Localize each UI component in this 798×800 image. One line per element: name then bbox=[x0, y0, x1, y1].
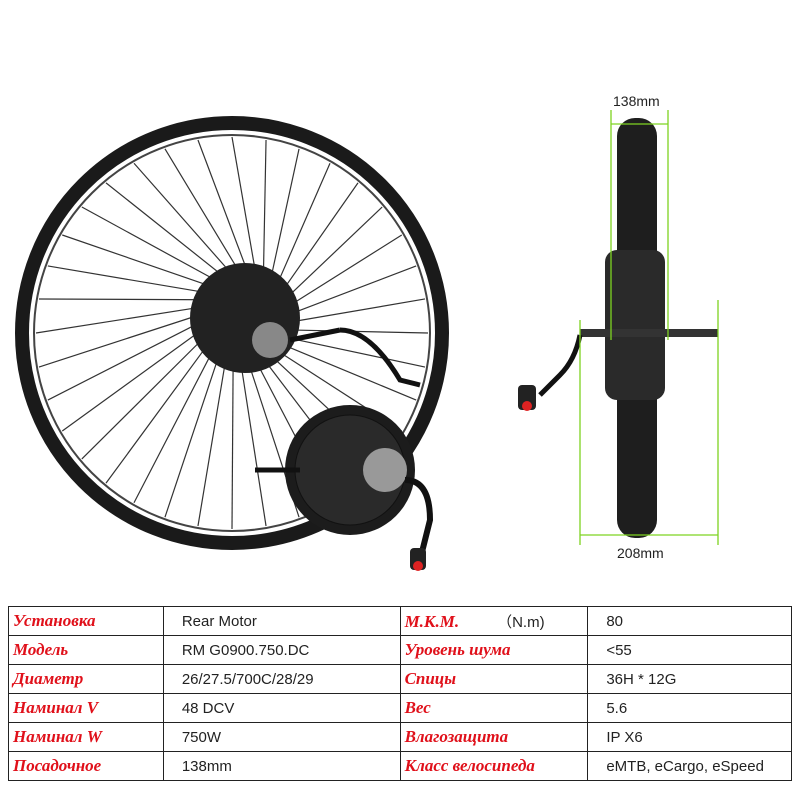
spoke bbox=[231, 136, 258, 280]
spoke bbox=[164, 349, 222, 518]
spec-row: Посадочное 138mm Класс велосипеда eMTB, … bbox=[8, 751, 792, 781]
spec-label-text: Спицы bbox=[404, 669, 457, 688]
spec-row: Диаметр 26/27.5/700C/28/29 Спицы 36H * 1… bbox=[8, 664, 792, 694]
spec-value: 48 DCV bbox=[162, 693, 401, 723]
spoke bbox=[38, 312, 206, 368]
spoke bbox=[278, 182, 359, 297]
wheel-front-view bbox=[15, 116, 449, 550]
spec-unit: （N.m) bbox=[497, 613, 545, 631]
spec-row: Модель RM G0900.750.DC Уровень шума <55 bbox=[8, 635, 792, 665]
spec-label: Уровень шума bbox=[399, 635, 589, 665]
spec-label-text: Класс велосипеда bbox=[404, 756, 535, 775]
spoke bbox=[283, 234, 403, 310]
spec-label: Модель bbox=[8, 635, 164, 665]
product-illustration bbox=[15, 110, 719, 571]
spoke bbox=[273, 163, 331, 292]
spoke bbox=[280, 335, 426, 368]
spec-value: IP X6 bbox=[587, 722, 792, 752]
spec-value: eMTB, eCargo, eSpeed bbox=[587, 751, 792, 781]
spec-label: Наминал W bbox=[8, 722, 164, 752]
spec-value: 26/27.5/700C/28/29 bbox=[162, 664, 401, 694]
spoke bbox=[276, 341, 417, 401]
spoke bbox=[81, 206, 224, 285]
spoke bbox=[35, 305, 207, 334]
spoke bbox=[284, 298, 426, 324]
spec-value: Rear Motor bbox=[162, 606, 401, 636]
spec-value: <55 bbox=[587, 635, 792, 665]
spoke bbox=[197, 353, 228, 527]
spec-row: Наминал V 48 DCV Вес 5.6 bbox=[8, 693, 792, 723]
spoke bbox=[262, 139, 267, 283]
spec-label: М.К.М. （N.m) bbox=[399, 606, 589, 636]
spec-label: Наминал V bbox=[8, 693, 164, 723]
spoke bbox=[239, 357, 267, 527]
spec-row: Наминал W 750W Влагозащита IP X6 bbox=[8, 722, 792, 752]
spoke bbox=[284, 265, 417, 317]
spec-label: Диаметр bbox=[8, 664, 164, 694]
spoke bbox=[47, 319, 206, 401]
spoke bbox=[61, 326, 207, 432]
spec-label: Спицы bbox=[399, 664, 589, 694]
spec-value: 80 bbox=[587, 606, 792, 636]
spec-label: Влагозащита bbox=[399, 722, 589, 752]
spec-label: Посадочное bbox=[8, 751, 164, 781]
spec-label-text: Вес bbox=[404, 698, 431, 717]
spoke bbox=[197, 139, 251, 279]
spoke bbox=[38, 298, 210, 301]
wheel-side-view bbox=[518, 118, 718, 538]
spoke bbox=[105, 182, 230, 282]
spoke bbox=[81, 333, 209, 460]
spoke bbox=[62, 234, 219, 290]
spec-value: RM G0900.750.DC bbox=[162, 635, 401, 665]
spec-label: Вес bbox=[399, 693, 589, 723]
spec-value: 36H * 12G bbox=[587, 664, 792, 694]
spoke bbox=[268, 148, 300, 287]
spec-value: 750W bbox=[162, 722, 401, 752]
spoke bbox=[164, 148, 244, 279]
spec-label-text: М.К.М. bbox=[404, 611, 460, 631]
spec-value: 5.6 bbox=[587, 693, 792, 723]
spec-label-text: Уровень шума bbox=[404, 640, 511, 659]
spoke bbox=[133, 344, 217, 504]
spoke bbox=[133, 162, 237, 280]
spoke bbox=[105, 339, 212, 484]
overall-width-label: 208mm bbox=[617, 545, 664, 561]
spoke bbox=[231, 356, 234, 530]
spec-row: Установка Rear Motor М.К.М. （N.m) 80 bbox=[8, 606, 792, 636]
spec-value: 138mm bbox=[162, 751, 401, 781]
spec-label: Установка bbox=[8, 606, 164, 636]
dimension-lines bbox=[579, 110, 719, 545]
spoke bbox=[47, 265, 214, 295]
spoke bbox=[281, 206, 383, 303]
hub-width-label: 138mm bbox=[613, 93, 660, 109]
spec-label: Класс велосипеда bbox=[399, 751, 589, 781]
hub-motor bbox=[255, 405, 434, 571]
spec-label-text: Влагозащита bbox=[404, 727, 509, 746]
